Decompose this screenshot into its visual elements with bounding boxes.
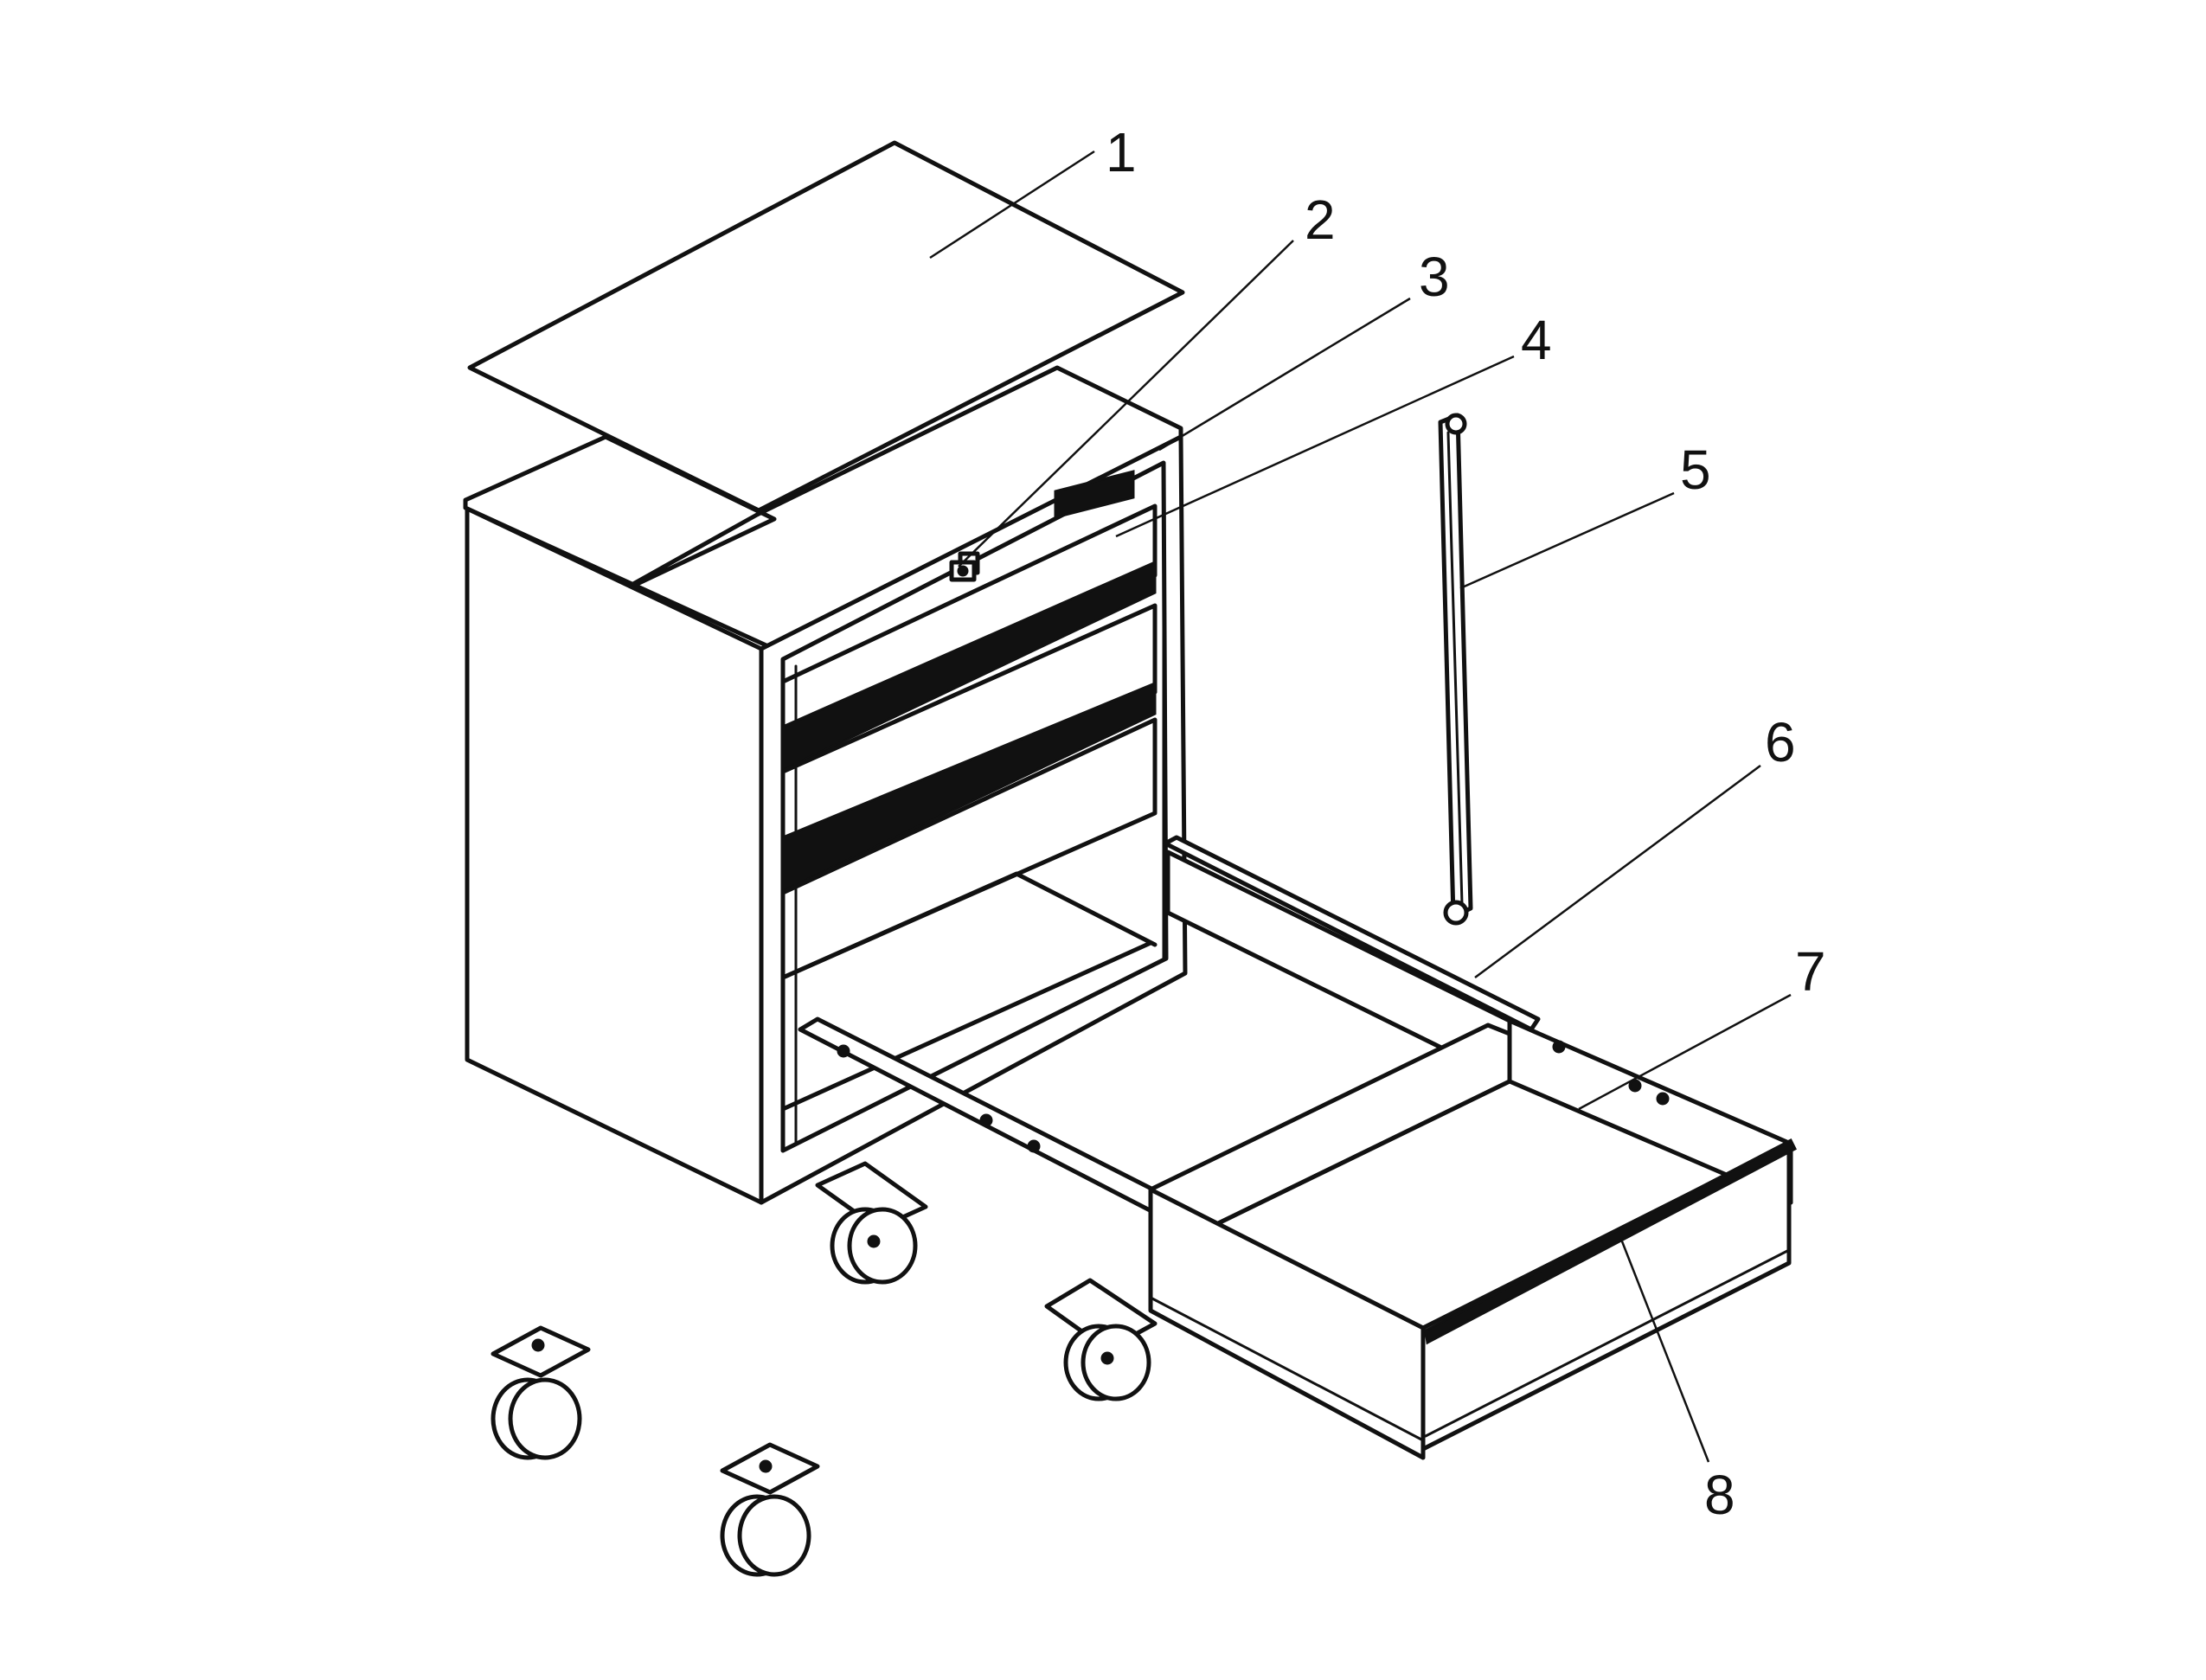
callout-7: 7 (1795, 940, 1826, 1003)
caster-back-right (720, 1442, 820, 1577)
caster-front-left (815, 1161, 928, 1285)
callout-6: 6 (1765, 711, 1796, 773)
cabinet-body (463, 365, 1188, 1205)
callout-2: 2 (1305, 189, 1336, 251)
callout-5: 5 (1680, 439, 1711, 501)
callout-8: 8 (1704, 1464, 1735, 1526)
lock (949, 560, 977, 582)
slide-rail (1438, 413, 1473, 926)
caster-front-right (1044, 1278, 1158, 1401)
leader-lines (929, 150, 1792, 1463)
callout-labels: 1 2 3 4 5 6 7 8 (1106, 121, 1826, 1526)
callout-4: 4 (1521, 309, 1552, 371)
drawer (1148, 850, 1797, 1460)
callout-3: 3 (1419, 246, 1450, 308)
caster-back-left (491, 1325, 591, 1460)
callout-1: 1 (1106, 121, 1137, 183)
